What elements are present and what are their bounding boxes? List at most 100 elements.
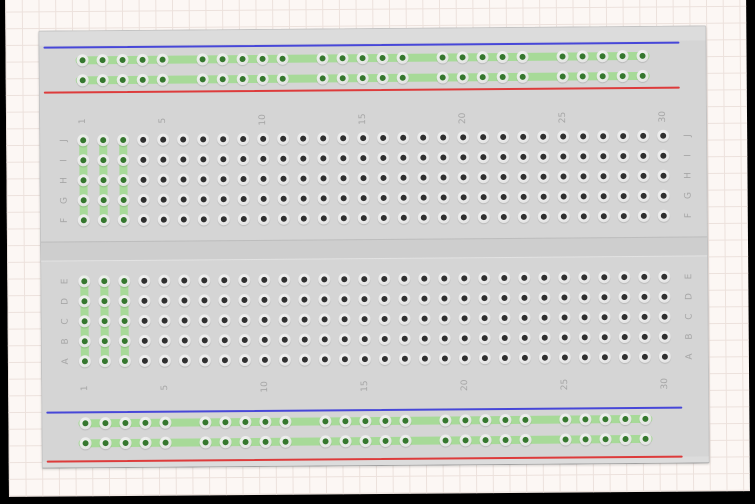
- breadboard-hole[interactable]: [217, 193, 230, 206]
- breadboard-hole[interactable]: [497, 130, 510, 144]
- breadboard-hole[interactable]: [277, 212, 290, 225]
- breadboard-hole[interactable]: [479, 414, 492, 427]
- breadboard-hole[interactable]: [177, 213, 190, 226]
- breadboard-hole[interactable]: [537, 170, 550, 183]
- breadboard-hole[interactable]: [219, 436, 232, 449]
- breadboard-hole[interactable]: [636, 49, 649, 62]
- breadboard-hole[interactable]: [177, 133, 190, 146]
- breadboard-hole[interactable]: [499, 433, 512, 447]
- breadboard-hole[interactable]: [316, 72, 329, 85]
- breadboard-hole[interactable]: [198, 274, 211, 287]
- breadboard-hole[interactable]: [278, 313, 291, 326]
- breadboard-hole[interactable]: [517, 150, 530, 163]
- breadboard-hole[interactable]: [257, 192, 270, 205]
- breadboard-hole[interactable]: [297, 192, 310, 205]
- breadboard-hole[interactable]: [316, 52, 329, 65]
- breadboard-hole[interactable]: [358, 333, 371, 346]
- breadboard-hole[interactable]: [417, 151, 430, 164]
- breadboard-hole[interactable]: [418, 272, 431, 285]
- breadboard-hole[interactable]: [337, 212, 350, 225]
- breadboard-hole[interactable]: [418, 332, 431, 345]
- breadboard-hole[interactable]: [77, 154, 90, 167]
- breadboard-hole[interactable]: [277, 152, 290, 165]
- breadboard-hole[interactable]: [337, 132, 350, 145]
- breadboard-hole[interactable]: [357, 212, 370, 225]
- breadboard-hole[interactable]: [117, 133, 130, 147]
- breadboard-hole[interactable]: [298, 273, 311, 286]
- breadboard-hole[interactable]: [297, 132, 310, 145]
- breadboard-hole[interactable]: [97, 134, 110, 147]
- breadboard-hole[interactable]: [496, 70, 509, 84]
- breadboard-hole[interactable]: [618, 351, 631, 364]
- breadboard-hole[interactable]: [76, 54, 89, 67]
- breadboard-hole[interactable]: [538, 331, 551, 344]
- breadboard-hole[interactable]: [358, 353, 371, 366]
- breadboard-hole[interactable]: [378, 312, 391, 325]
- breadboard-hole[interactable]: [258, 293, 271, 306]
- breadboard-hole[interactable]: [177, 153, 190, 166]
- breadboard-hole[interactable]: [237, 193, 250, 206]
- breadboard-hole[interactable]: [118, 334, 131, 348]
- breadboard-hole[interactable]: [517, 210, 530, 223]
- breadboard-hole[interactable]: [617, 170, 630, 183]
- breadboard-hole[interactable]: [236, 53, 249, 66]
- breadboard-hole[interactable]: [198, 314, 211, 327]
- breadboard-hole[interactable]: [76, 74, 89, 87]
- breadboard-hole[interactable]: [557, 150, 570, 163]
- breadboard-hole[interactable]: [137, 213, 150, 226]
- breadboard-hole[interactable]: [637, 129, 650, 142]
- breadboard-hole[interactable]: [457, 191, 470, 204]
- breadboard-hole[interactable]: [337, 152, 350, 165]
- breadboard-hole[interactable]: [279, 435, 292, 448]
- breadboard-hole[interactable]: [638, 270, 651, 283]
- breadboard-hole[interactable]: [439, 434, 452, 447]
- breadboard-hole[interactable]: [158, 314, 171, 327]
- breadboard-hole[interactable]: [236, 73, 249, 86]
- breadboard-hole[interactable]: [598, 291, 611, 304]
- breadboard-hole[interactable]: [138, 274, 151, 287]
- breadboard-hole[interactable]: [538, 351, 551, 364]
- breadboard-hole[interactable]: [397, 171, 410, 184]
- breadboard-hole[interactable]: [558, 351, 571, 364]
- breadboard-hole[interactable]: [199, 416, 212, 429]
- breadboard-hole[interactable]: [478, 272, 491, 285]
- breadboard-hole[interactable]: [77, 174, 90, 187]
- breadboard-hole[interactable]: [259, 435, 272, 448]
- breadboard-hole[interactable]: [219, 416, 232, 429]
- breadboard-hole[interactable]: [437, 171, 450, 184]
- breadboard-hole[interactable]: [218, 294, 231, 307]
- breadboard-hole[interactable]: [498, 331, 511, 345]
- breadboard-hole[interactable]: [157, 193, 170, 206]
- breadboard-hole[interactable]: [77, 134, 90, 147]
- breadboard-hole[interactable]: [417, 191, 430, 204]
- breadboard-hole[interactable]: [459, 414, 472, 427]
- breadboard-hole[interactable]: [139, 416, 152, 429]
- breadboard-hole[interactable]: [357, 132, 370, 145]
- breadboard-hole[interactable]: [359, 435, 372, 448]
- breadboard-hole[interactable]: [559, 413, 572, 426]
- breadboard-hole[interactable]: [319, 435, 332, 448]
- breadboard-hole[interactable]: [437, 191, 450, 204]
- breadboard-hole[interactable]: [77, 194, 90, 207]
- breadboard-hole[interactable]: [98, 335, 111, 348]
- breadboard-hole[interactable]: [199, 436, 212, 449]
- breadboard-hole[interactable]: [217, 213, 230, 226]
- breadboard-hole[interactable]: [157, 133, 170, 146]
- breadboard-hole[interactable]: [398, 312, 411, 325]
- breadboard-hole[interactable]: [318, 273, 331, 286]
- breadboard-hole[interactable]: [78, 275, 91, 288]
- breadboard-hole[interactable]: [618, 311, 631, 324]
- breadboard-hole[interactable]: [578, 351, 591, 364]
- breadboard-hole[interactable]: [317, 132, 330, 145]
- breadboard-hole[interactable]: [276, 52, 289, 65]
- breadboard-hole[interactable]: [338, 313, 351, 326]
- breadboard-hole[interactable]: [519, 433, 532, 446]
- breadboard-hole[interactable]: [238, 333, 251, 347]
- breadboard-hole[interactable]: [658, 270, 671, 283]
- breadboard-hole[interactable]: [118, 354, 131, 368]
- breadboard-hole[interactable]: [597, 150, 610, 163]
- breadboard-hole[interactable]: [97, 194, 110, 207]
- breadboard-hole[interactable]: [258, 333, 271, 346]
- breadboard-hole[interactable]: [99, 417, 112, 430]
- breadboard-hole[interactable]: [137, 173, 150, 186]
